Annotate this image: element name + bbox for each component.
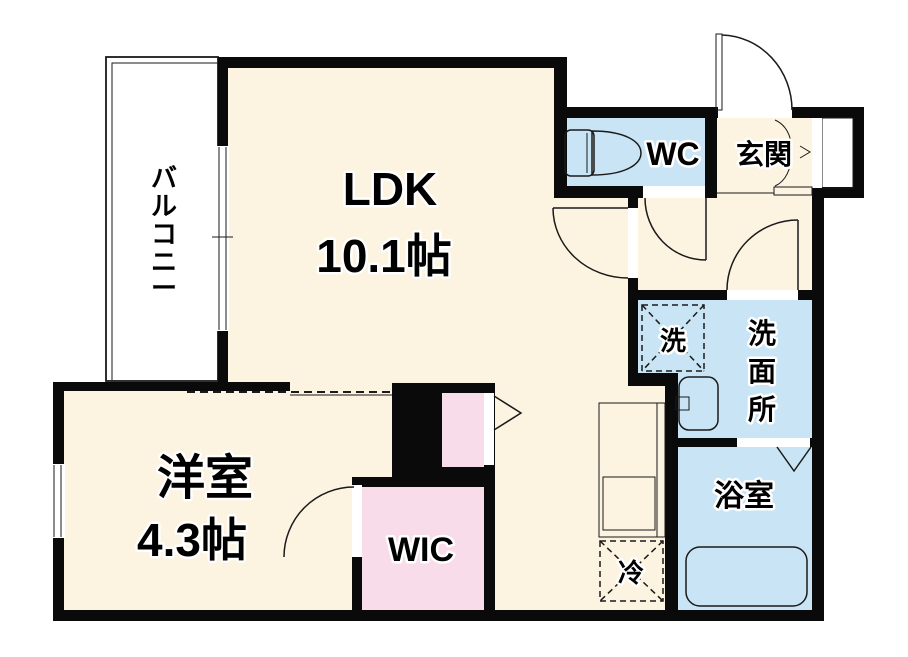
wall: [218, 57, 567, 68]
shoe-cabinet: [821, 117, 854, 189]
wic-floor: [362, 487, 484, 610]
wic-door-arc: [283, 486, 355, 558]
entrance-door-arc: [721, 34, 793, 111]
entrance-label: 玄関: [736, 138, 792, 170]
bathroom-label: 浴室: [714, 479, 774, 513]
western-room-label: 洋室: [157, 452, 253, 505]
western-room-window-lines: [53, 465, 62, 537]
wall: [352, 477, 495, 487]
ldk-door-arc: [552, 207, 629, 279]
balcony-label-char: ー: [151, 273, 177, 303]
wall: [554, 57, 567, 198]
bathroom-floor: [678, 447, 812, 610]
wc-label: WC: [646, 136, 699, 172]
balcony-inner-line: [111, 62, 218, 380]
cabinet-door-marker-icon: [799, 145, 811, 159]
entrance-step: [773, 186, 813, 196]
wall: [628, 290, 824, 300]
wc-door-arc: [644, 197, 707, 261]
closet-inset: [442, 393, 484, 467]
ldk-floor: [228, 198, 628, 384]
washer-box: [641, 304, 705, 372]
bathroom-folding-door-icon: [776, 446, 812, 473]
bathtub-icon: [685, 546, 808, 607]
wall: [564, 107, 718, 118]
washer-cross: [641, 304, 705, 372]
entrance-door-leaf: [715, 33, 723, 111]
floors: [64, 56, 812, 610]
washroom-label-char: 洗: [748, 318, 776, 349]
washroom-label-char: 面: [748, 356, 776, 387]
balcony-window-lines: [218, 147, 227, 330]
wall: [792, 107, 864, 118]
wic-door-gap: [352, 485, 362, 557]
ldk-label: LDK: [343, 163, 438, 215]
wic-label: WIC: [388, 531, 454, 569]
wall: [484, 477, 495, 610]
refrigerator-cross: [599, 540, 664, 602]
bathroom-door-gap: [737, 438, 810, 447]
kitchen-corridor-floor: [495, 384, 665, 610]
sink-basin: [678, 376, 719, 431]
balcony-window: [216, 146, 229, 331]
fixtures: [564, 129, 808, 607]
kitchen-counter-body: [598, 402, 666, 538]
entrance-door-gap: [718, 107, 792, 118]
balcony-label: バ ル コ ニ ー: [148, 161, 179, 306]
closet-door: [484, 393, 494, 465]
toilet-icon: [564, 129, 642, 177]
balcony-label-char: ニ: [151, 247, 177, 277]
washer-outline: [641, 304, 705, 372]
sink-icon: [675, 376, 719, 431]
sink-tap: [675, 396, 690, 411]
balcony-label-char: ル: [151, 191, 177, 221]
washroom-label: 洗 面 所: [745, 316, 778, 428]
western-room-floor: [64, 391, 392, 610]
windows: [51, 146, 233, 538]
wc-door-gap: [643, 186, 705, 198]
labels: LDK 10.1帖 洋室 4.3帖 WIC WC 玄関 洗 冷 浴室 洗 面 所…: [135, 134, 795, 591]
wall: [812, 187, 864, 198]
ldk-area-label: 10.1帖: [316, 230, 452, 282]
wall: [665, 373, 678, 621]
washroom-door-arc: [726, 219, 799, 291]
refrigerator-box: [599, 540, 664, 602]
washer-label: 洗: [660, 326, 686, 356]
wall: [557, 186, 643, 198]
ldk-door-gap: [628, 208, 638, 278]
balcony-label-char: バ: [151, 163, 177, 193]
refrigerator-label: 冷: [618, 558, 644, 588]
wc-floor: [567, 118, 705, 186]
washroom-floor: [678, 373, 812, 438]
western-room-window: [51, 464, 65, 538]
wall: [53, 610, 824, 621]
ldk-floor: [228, 68, 554, 198]
wall: [53, 382, 290, 391]
toilet-bowl: [591, 130, 642, 176]
hallway-floor: [638, 198, 812, 290]
folding-door-icon: [493, 395, 523, 431]
shoe-cabinet-door: [812, 118, 822, 188]
washroom-floor: [638, 300, 812, 373]
doors: [187, 33, 813, 558]
toilet-tank: [564, 129, 595, 177]
washroom-door-gap: [727, 290, 798, 300]
wall: [705, 118, 717, 198]
wall: [812, 193, 824, 621]
kitchen-sink: [602, 476, 656, 531]
washroom-label-char: 所: [748, 394, 776, 425]
western-room-area-label: 4.3帖: [137, 514, 247, 566]
balcony-label-char: コ: [151, 219, 177, 249]
wall: [853, 107, 864, 198]
refrigerator-outline: [599, 540, 664, 602]
entrance-floor: [717, 118, 812, 198]
kitchen-counter: [598, 402, 666, 538]
cabinet-door-arcs: [774, 119, 793, 187]
